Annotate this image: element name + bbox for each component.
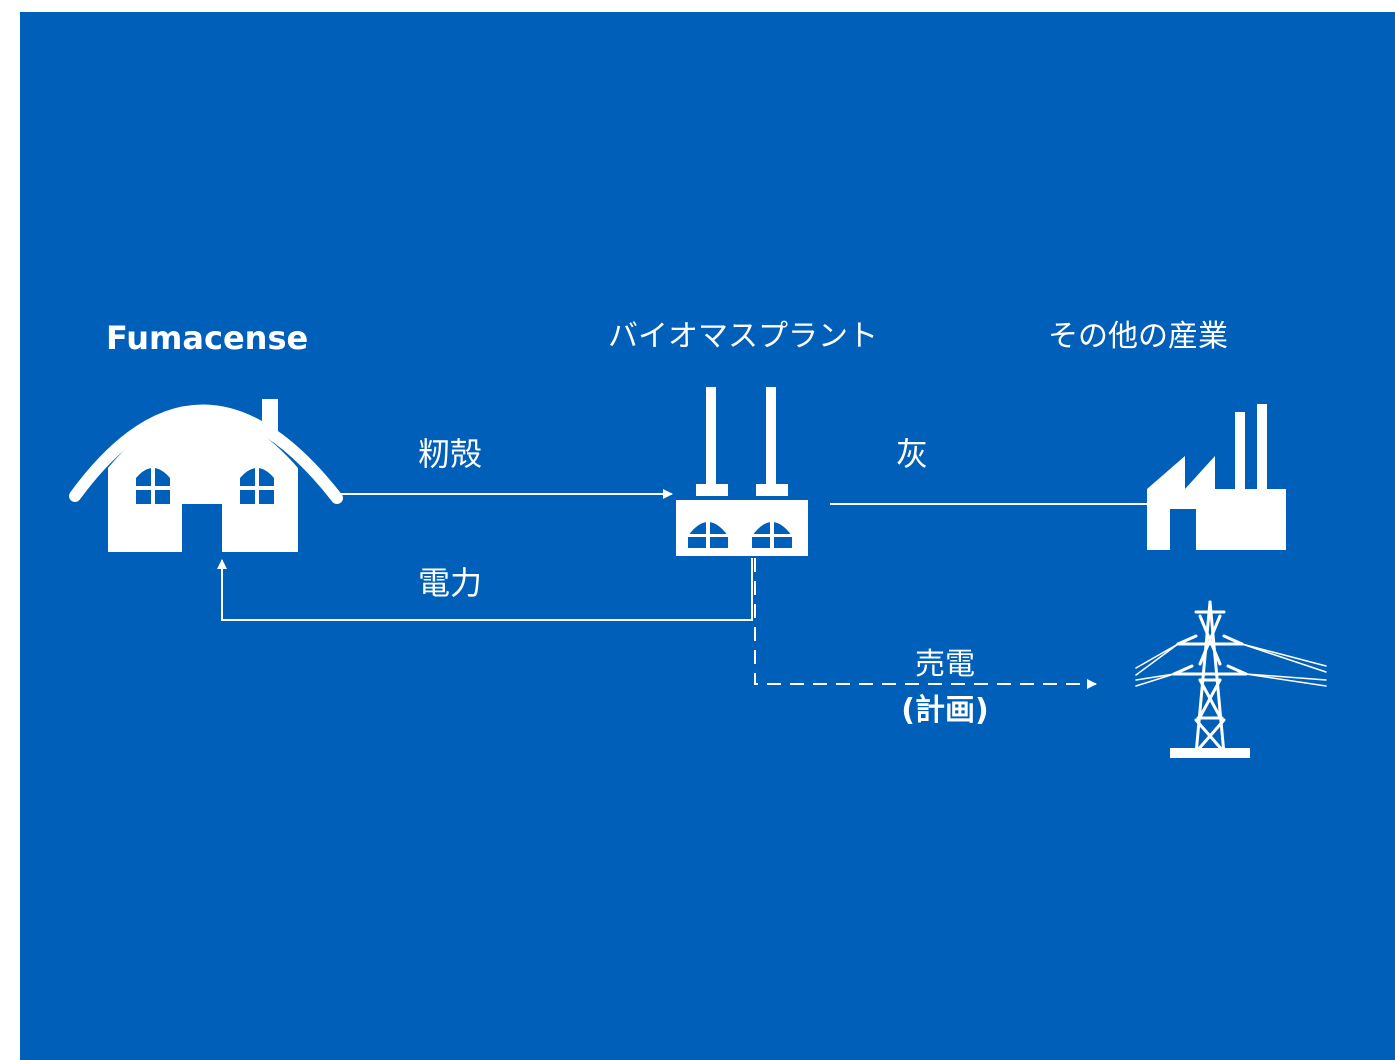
factory-icon [1147, 404, 1286, 550]
diagram-slide: Fumacense バイオマスプラント その他の産業 籾殻 灰 電力 売電 (計… [20, 12, 1395, 1060]
flow-arrow-sale [754, 558, 1097, 689]
flow-label-ash: 灰 [896, 435, 929, 473]
flow-label-rice-husk: 籾殻 [418, 435, 483, 473]
node-label-other-industry: その他の産業 [1048, 319, 1228, 354]
diagram-graphics [69, 387, 1327, 758]
house-icon [69, 399, 343, 552]
flow-label-electricity: 電力 [418, 564, 483, 602]
plant-icon [676, 387, 808, 556]
flow-label-power-sale-note: (計画) [901, 693, 989, 728]
flow-arrow-power [217, 558, 753, 621]
transmission-tower-icon [1135, 600, 1327, 758]
flow-label-power-sale: 売電 [915, 647, 975, 682]
node-label-biomass-plant: バイオマスプラント [608, 319, 878, 354]
node-label-fumacense: Fumacense [106, 319, 309, 357]
